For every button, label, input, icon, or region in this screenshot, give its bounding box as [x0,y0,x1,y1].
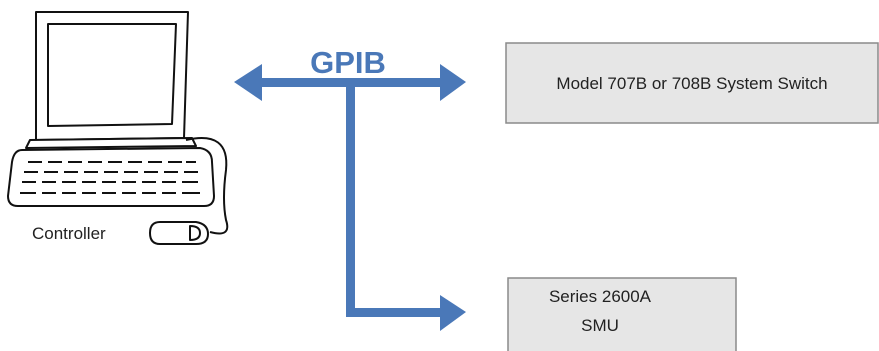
smu-label-line-2: SMU [581,316,619,335]
bottom-arrowhead-icon [440,295,466,331]
controller-label: Controller [32,224,106,243]
left-arrowhead-icon [234,64,262,101]
system-switch-label: Model 707B or 708B System Switch [556,74,827,93]
mouse-button-icon [189,225,201,241]
monitor-base-icon [25,137,197,149]
mouse-cable [185,137,229,235]
keyboard-keys [20,161,200,194]
gpib-branch-line [346,308,454,317]
gpib-bus [234,64,466,331]
gpib-drop-line [346,84,355,317]
gpib-bus-line [256,78,452,87]
gpib-label: GPIB [310,45,386,80]
smu-label-line-1: Series 2600A [549,287,652,306]
monitor-screen [47,23,177,127]
controller-computer [7,11,229,245]
right-arrowhead-icon [440,64,466,101]
system-switch-box [505,42,879,124]
keyboard-icon [7,147,215,207]
smu-box [507,277,737,351]
